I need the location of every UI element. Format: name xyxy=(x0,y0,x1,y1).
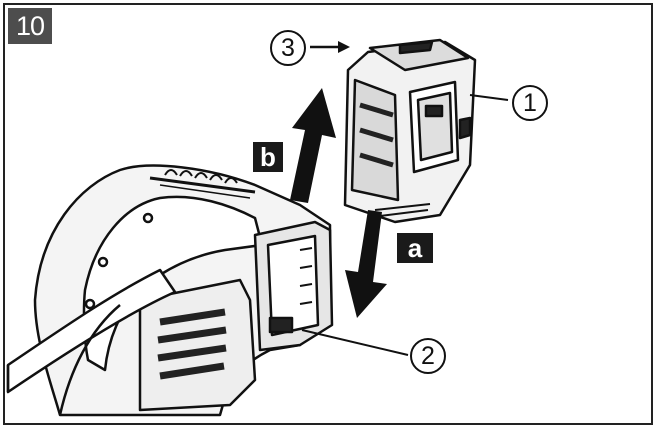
figure-border xyxy=(3,3,653,425)
figure-number-badge: 10 xyxy=(8,8,52,44)
step-label-a: a xyxy=(397,233,433,263)
callout-1: 1 xyxy=(512,85,548,121)
arrow-up-icon xyxy=(290,88,336,203)
callout-1-leader xyxy=(469,94,509,101)
callout-2: 2 xyxy=(410,338,446,374)
tool-body xyxy=(6,164,334,417)
callout-2-leader xyxy=(301,329,409,356)
callout-3-pointer xyxy=(310,41,350,53)
step-label-b: b xyxy=(253,142,283,172)
callout-3: 3 xyxy=(270,30,306,66)
battery-pack xyxy=(343,38,477,224)
arrow-down-icon xyxy=(345,210,387,318)
